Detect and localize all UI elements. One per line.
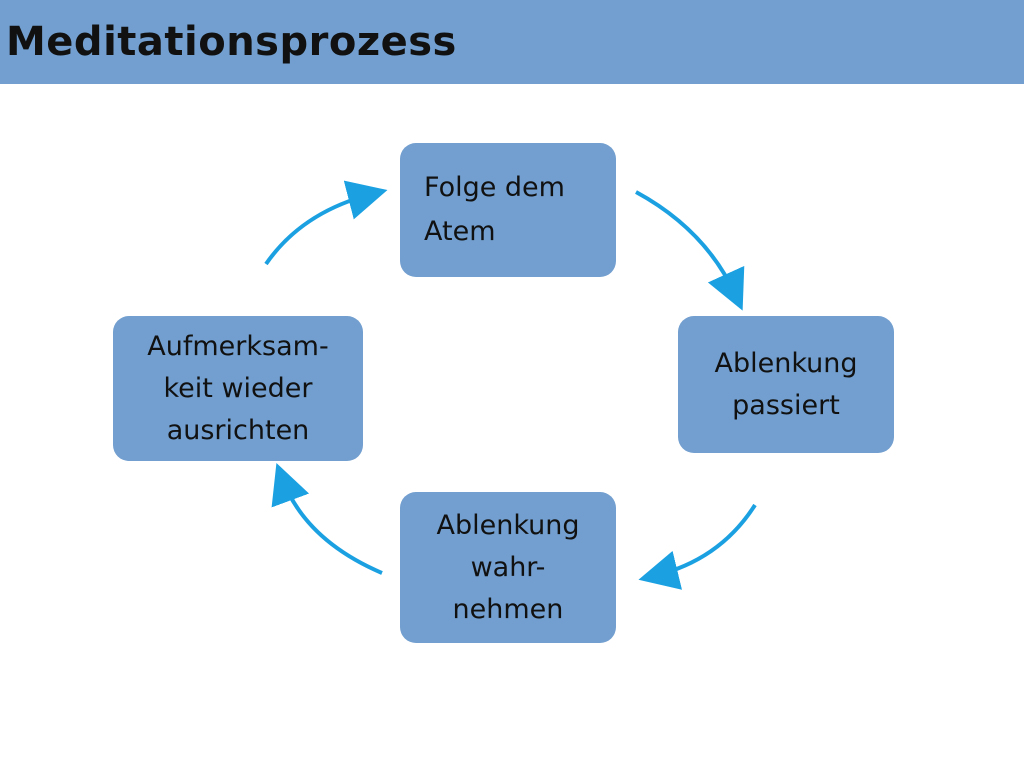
arrow-bottom-to-left bbox=[271, 463, 383, 575]
step-notice-distraction: Ablenkung wahr- nehmen bbox=[400, 492, 616, 643]
step-follow-breath-label: Folge dem Atem bbox=[424, 172, 565, 247]
title-bar: Meditationsprozess bbox=[0, 0, 1024, 84]
arrow-right-to-bottom bbox=[638, 503, 757, 590]
arrow-start-to-right bbox=[635, 190, 745, 311]
arrow-left-to-start bbox=[264, 180, 388, 266]
step-refocus-attention-label: Aufmerksam- keit wieder ausrichten bbox=[147, 330, 329, 446]
step-follow-breath: Folge dem Atem bbox=[400, 143, 616, 277]
step-distraction-happens-label: Ablenkung passiert bbox=[714, 347, 858, 421]
slide-title: Meditationsprozess bbox=[6, 19, 457, 65]
step-notice-distraction-label: Ablenkung wahr- nehmen bbox=[436, 509, 580, 625]
step-refocus-attention: Aufmerksam- keit wieder ausrichten bbox=[113, 316, 363, 461]
step-distraction-happens: Ablenkung passiert bbox=[678, 316, 894, 453]
